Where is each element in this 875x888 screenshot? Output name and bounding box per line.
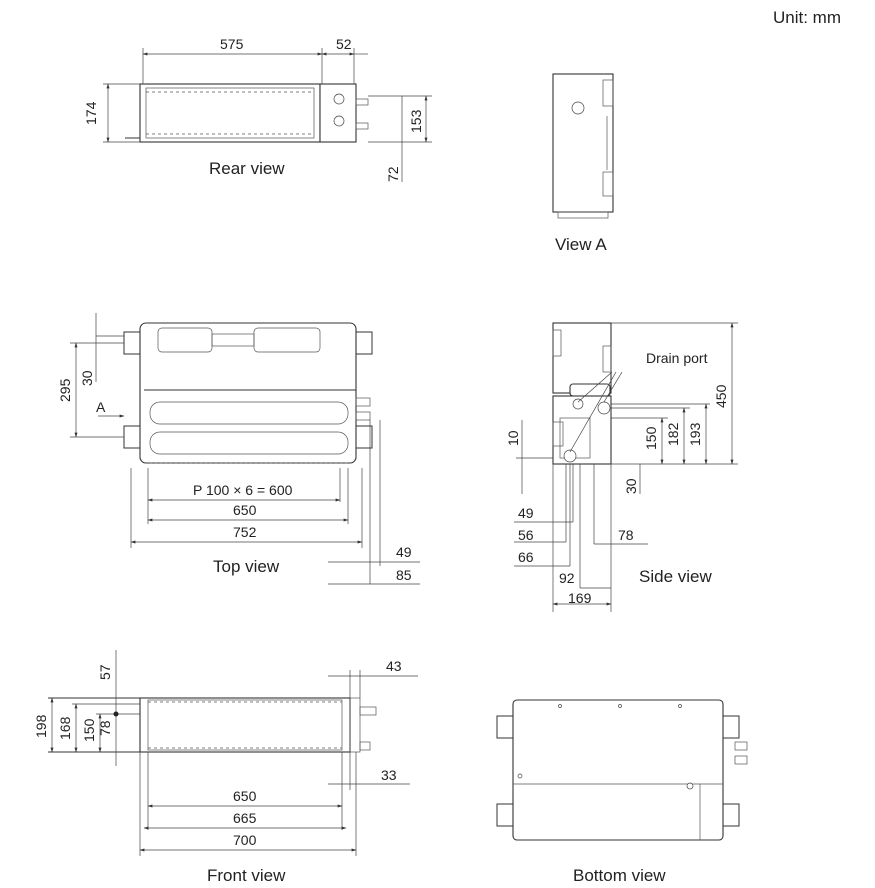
top-dim-pitch: P 100 × 6 = 600	[193, 482, 293, 498]
rear-dim-52: 52	[336, 36, 352, 52]
front-dim-78: 78	[97, 720, 113, 736]
front-dim-650: 650	[233, 788, 257, 804]
rear-view: 575 52 174 153 72 Rear view	[83, 36, 432, 182]
front-dim-168: 168	[57, 716, 73, 740]
side-dim-182: 182	[665, 422, 681, 446]
top-dim-752: 752	[233, 524, 257, 540]
top-view-caption: Top view	[213, 557, 280, 576]
top-dim-49: 49	[396, 544, 412, 560]
drain-port-label: Drain port	[646, 350, 708, 366]
rear-view-caption: Rear view	[209, 159, 285, 178]
front-dim-43: 43	[386, 658, 402, 674]
rear-dim-575: 575	[220, 36, 244, 52]
unit-label: Unit: mm	[773, 8, 841, 27]
front-dim-700: 700	[233, 832, 257, 848]
bottom-view-caption: Bottom view	[573, 866, 666, 885]
side-dim-30: 30	[623, 478, 639, 494]
front-view: 198 168 150 57 78 43 33 650 665 700 Fron…	[33, 650, 418, 885]
side-view: 450 193 182 150 30 10 Drain port 49 56	[505, 322, 738, 612]
rear-dim-72: 72	[385, 166, 401, 182]
side-dim-450: 450	[713, 384, 729, 408]
top-dim-650: 650	[233, 502, 257, 518]
front-dim-57: 57	[97, 664, 113, 680]
front-dim-150: 150	[81, 718, 97, 742]
rear-dim-153: 153	[408, 109, 424, 133]
side-dim-49: 49	[518, 505, 534, 521]
front-dim-198: 198	[33, 714, 49, 738]
top-dim-30: 30	[79, 370, 95, 386]
side-dim-10: 10	[505, 430, 521, 446]
top-dim-85: 85	[396, 567, 412, 583]
front-dim-33: 33	[381, 767, 397, 783]
view-a-caption: View A	[555, 235, 607, 254]
side-dim-150: 150	[643, 426, 659, 450]
front-dim-665: 665	[233, 810, 257, 826]
side-dim-56: 56	[518, 527, 534, 543]
side-view-caption: Side view	[639, 567, 712, 586]
front-view-caption: Front view	[207, 866, 286, 885]
side-dim-92: 92	[559, 570, 575, 586]
top-arrow-a: A	[96, 399, 106, 415]
side-dim-78: 78	[618, 527, 634, 543]
side-dim-193: 193	[687, 422, 703, 446]
side-dim-169: 169	[568, 590, 592, 606]
top-dim-295: 295	[57, 378, 73, 402]
bottom-view: Bottom view	[496, 699, 748, 885]
view-a: View A	[552, 73, 614, 254]
rear-dim-174: 174	[83, 101, 99, 125]
side-dim-66: 66	[518, 549, 534, 565]
top-view: A 295 30 P 100 × 6 = 600 650 752 49 85 T…	[57, 313, 420, 585]
